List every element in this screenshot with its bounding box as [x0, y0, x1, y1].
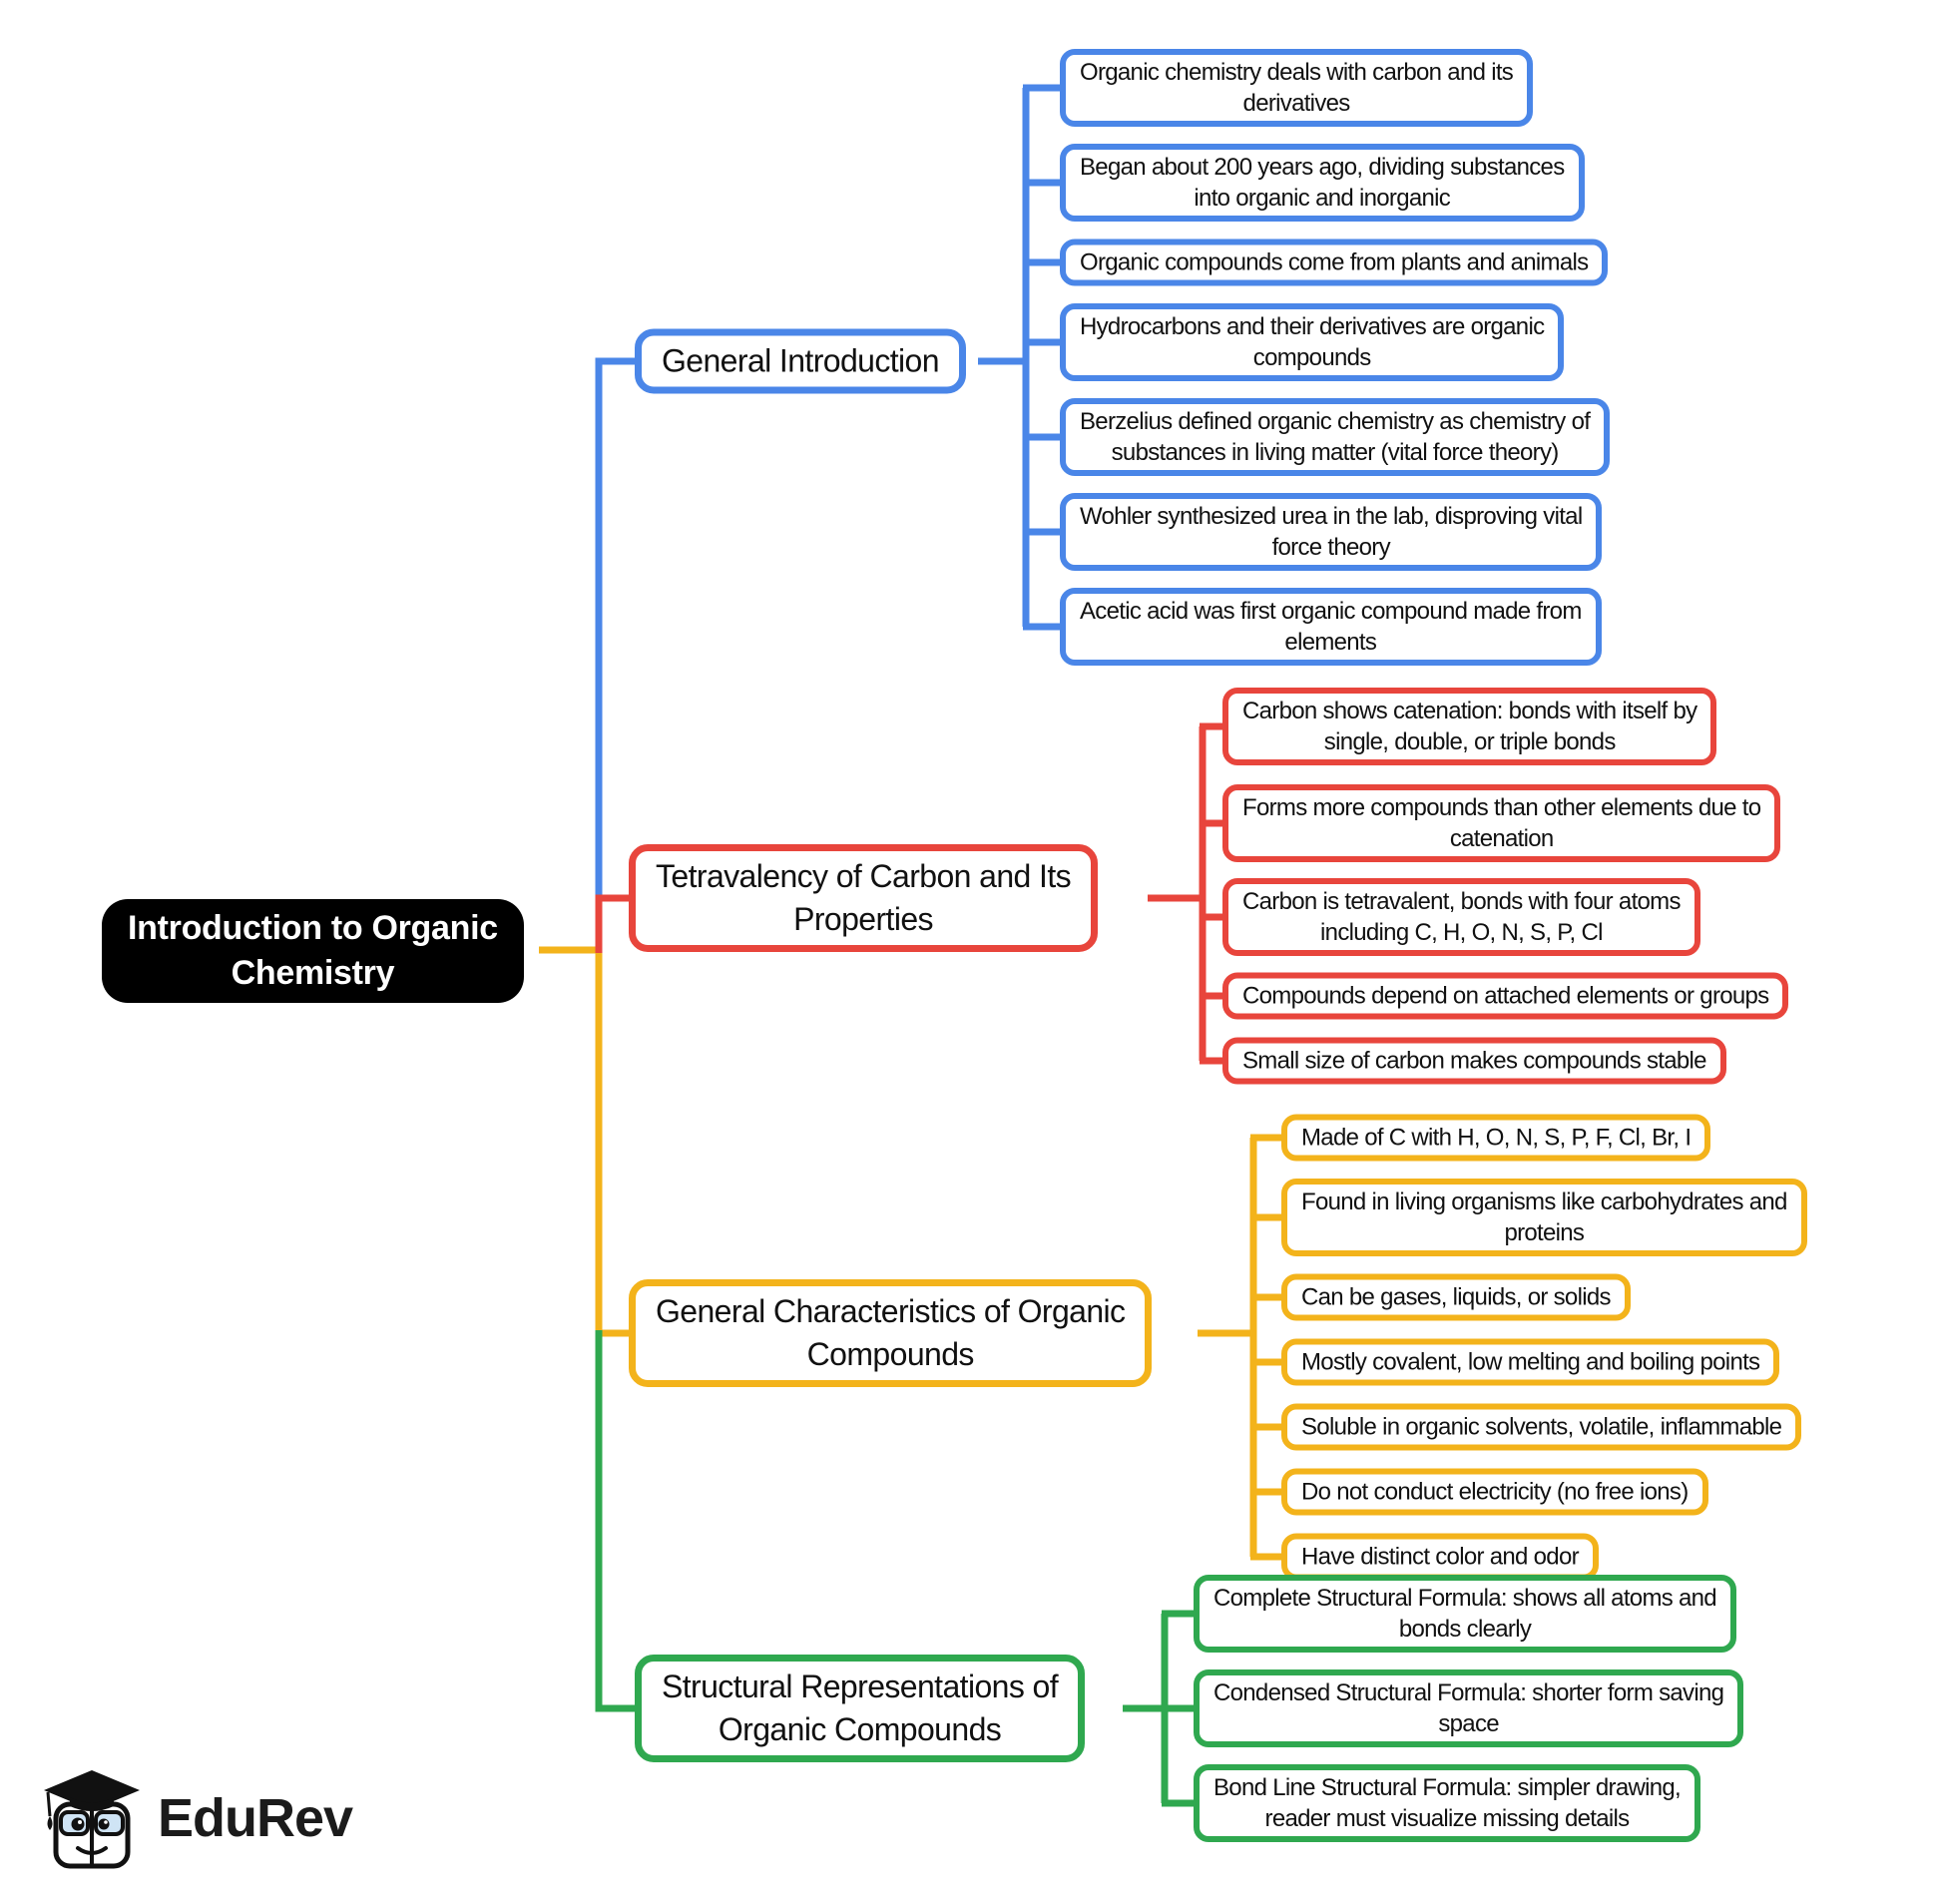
root-node: Introduction to Organic Chemistry	[102, 899, 524, 1003]
branch-general-introduction: General Introduction	[635, 328, 966, 394]
leaf-characteristics-1: Made of C with H, O, N, S, P, F, Cl, Br,…	[1281, 1114, 1711, 1162]
leaf-tetravalency-5: Small size of carbon makes compounds sta…	[1222, 1037, 1726, 1085]
leaf-general-introduction-3: Organic compounds come from plants and a…	[1060, 238, 1609, 286]
leaf-general-introduction-1: Organic chemistry deals with carbon and …	[1060, 49, 1534, 127]
leaf-general-introduction-5: Berzelius defined organic chemistry as c…	[1060, 398, 1611, 476]
leaf-characteristics-2: Found in living organisms like carbohydr…	[1281, 1179, 1807, 1256]
leaf-tetravalency-1: Carbon shows catenation: bonds with itse…	[1222, 688, 1717, 765]
leaf-tetravalency-3: Carbon is tetravalent, bonds with four a…	[1222, 878, 1700, 956]
leaf-characteristics-3: Can be gases, liquids, or solids	[1281, 1273, 1631, 1321]
leaf-tetravalency-4: Compounds depend on attached elements or…	[1222, 972, 1789, 1020]
leaf-characteristics-6: Do not conduct electricity (no free ions…	[1281, 1468, 1708, 1516]
edurev-brand-text: EduRev	[158, 1788, 353, 1848]
edurev-mascot-icon	[44, 1770, 140, 1869]
leaf-general-introduction-4: Hydrocarbons and their derivatives are o…	[1060, 303, 1565, 381]
leaf-structural-2: Condensed Structural Formula: shorter fo…	[1194, 1669, 1744, 1747]
leaf-general-introduction-7: Acetic acid was first organic compound m…	[1060, 588, 1602, 666]
branch-general-characteristics: General Characteristics of Organic Compo…	[629, 1279, 1153, 1387]
leaf-characteristics-7: Have distinct color and odor	[1281, 1533, 1599, 1581]
leaf-general-introduction-2: Began about 200 years ago, dividing subs…	[1060, 144, 1585, 222]
edurev-logo: EduRev	[40, 1764, 353, 1872]
leaf-structural-1: Complete Structural Formula: shows all a…	[1194, 1575, 1736, 1653]
leaf-structural-3: Bond Line Structural Formula: simpler dr…	[1194, 1764, 1701, 1842]
branch-tetravalency-of-carbon: Tetravalency of Carbon and Its Propertie…	[629, 844, 1099, 952]
leaf-characteristics-4: Mostly covalent, low melting and boiling…	[1281, 1338, 1780, 1386]
leaf-general-introduction-6: Wohler synthesized urea in the lab, disp…	[1060, 493, 1603, 571]
leaf-tetravalency-2: Forms more compounds than other elements…	[1222, 784, 1781, 862]
branch-structural-representations: Structural Representations of Organic Co…	[635, 1655, 1086, 1762]
leaf-characteristics-5: Soluble in organic solvents, volatile, i…	[1281, 1403, 1802, 1451]
